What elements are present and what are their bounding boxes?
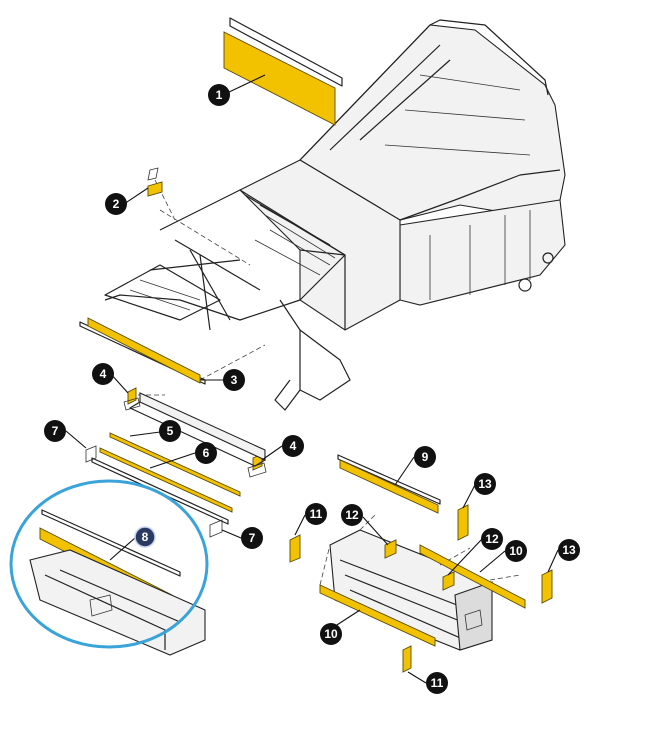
callout-13b[interactable]: 13: [558, 539, 580, 561]
callout-12a[interactable]: 12: [341, 504, 363, 526]
callout-label: 9: [422, 450, 429, 464]
callout-label: 11: [431, 676, 444, 690]
part-2-bracket: [147, 167, 163, 197]
part-8-lower-strip: [29, 509, 206, 656]
callout-label: 12: [485, 532, 499, 546]
part-5-6-crossbar-assembly: [91, 392, 266, 525]
callout-4b[interactable]: 4: [282, 435, 304, 457]
part-1-top-panel: [223, 17, 343, 126]
callout-label: 5: [167, 424, 174, 438]
chassis-frame-drawing: [104, 19, 566, 411]
part-7-plates: [85, 445, 223, 538]
part-3-front-strip: [79, 317, 206, 385]
callout-2[interactable]: 2: [105, 193, 127, 215]
callout-9[interactable]: 9: [414, 446, 436, 468]
callout-12b[interactable]: 12: [481, 528, 503, 550]
callout-11b[interactable]: 11: [426, 672, 448, 694]
callout-label: 10: [509, 544, 523, 558]
callout-13a[interactable]: 13: [474, 473, 496, 495]
callout-label: 8: [142, 530, 149, 544]
callout-10a[interactable]: 10: [505, 540, 527, 562]
callout-label: 7: [249, 531, 256, 545]
leader-lines: [65, 74, 559, 684]
callout-10b[interactable]: 10: [320, 623, 342, 645]
callout-label: 7: [52, 424, 59, 438]
callout-label: 4: [290, 439, 297, 453]
callout-1[interactable]: 1: [208, 84, 230, 106]
callout-8-selected[interactable]: 8: [134, 526, 156, 548]
callout-6[interactable]: 6: [195, 442, 217, 464]
callout-label: 13: [478, 477, 492, 491]
rear-subassembly-drawing: [289, 454, 553, 673]
callout-7a[interactable]: 7: [44, 420, 66, 442]
callout-3[interactable]: 3: [223, 369, 245, 391]
callout-label: 2: [113, 197, 120, 211]
callout-label: 4: [100, 367, 107, 381]
callout-label: 3: [231, 373, 238, 387]
selection-ring: [9, 479, 209, 649]
callout-7b[interactable]: 7: [241, 527, 263, 549]
callout-11a[interactable]: 11: [305, 503, 327, 525]
callout-label: 10: [324, 627, 338, 641]
callout-label: 11: [310, 507, 323, 521]
callout-label: 1: [216, 88, 223, 102]
callout-4a[interactable]: 4: [92, 363, 114, 385]
callout-label: 12: [345, 508, 359, 522]
callout-label: 13: [562, 543, 576, 557]
callout-label: 6: [203, 446, 210, 460]
callout-5[interactable]: 5: [159, 420, 181, 442]
